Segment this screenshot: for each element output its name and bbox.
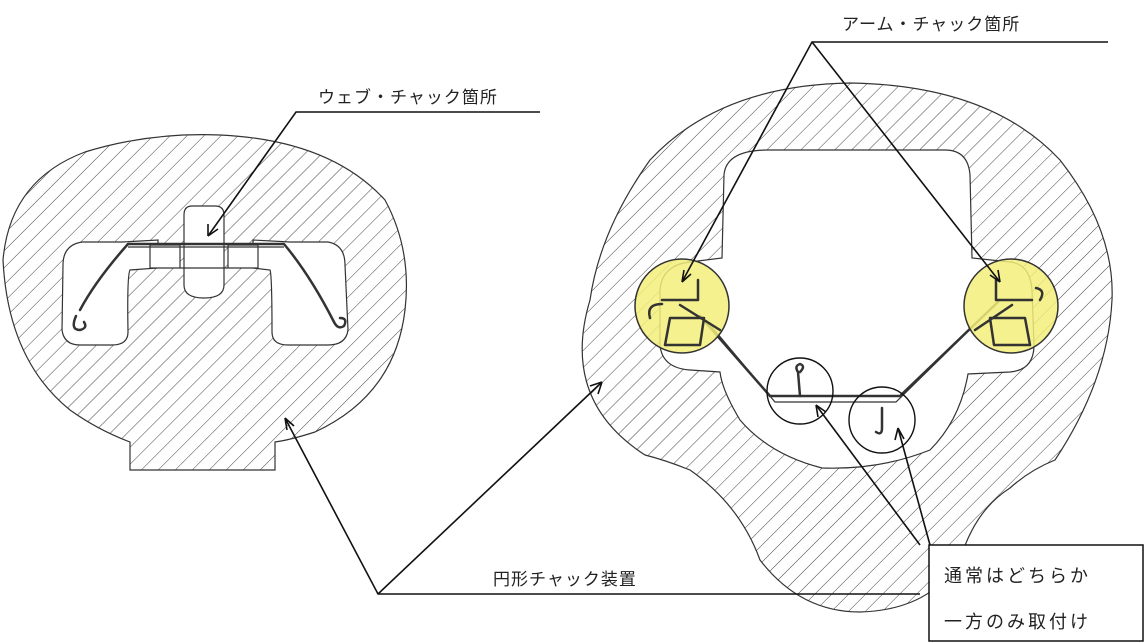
right-circular-chuck bbox=[581, 82, 1113, 613]
label-circular-chuck: 円形チャック装置 bbox=[493, 570, 637, 590]
left-chuck-center-pocket bbox=[183, 205, 225, 299]
label-arm-chuck: アーム・チャック箇所 bbox=[842, 15, 1020, 35]
arm-chuck-detail-left bbox=[648, 278, 722, 347]
left-strip-profile bbox=[72, 242, 347, 332]
leader-note-right bbox=[897, 427, 931, 546]
left-chuck-body bbox=[2, 134, 408, 471]
web-chuck-option-left bbox=[766, 357, 834, 425]
note-box: 通常はどちらか 一方のみ取付け bbox=[928, 544, 1144, 642]
left-chuck-cavity-right bbox=[252, 239, 349, 346]
hook-detail-right bbox=[874, 406, 884, 435]
right-strip-profile bbox=[698, 300, 1000, 398]
label-web-chuck: ウェブ・チャック箇所 bbox=[318, 87, 498, 108]
leader-circular-chuck-right bbox=[377, 381, 603, 595]
leader-arm-chuck-right bbox=[811, 41, 1001, 283]
note-line-2: 一方のみ取付け bbox=[944, 612, 1091, 633]
leader-note-left bbox=[815, 404, 921, 546]
hook-detail-left bbox=[795, 362, 805, 398]
web-chuck-option-right bbox=[848, 386, 916, 454]
left-circular-chuck bbox=[2, 134, 408, 471]
arm-chuck-detail-right bbox=[973, 278, 1044, 347]
leader-web-chuck bbox=[207, 111, 540, 237]
leader-lines bbox=[207, 41, 1108, 595]
left-chuck-cavity bbox=[61, 239, 159, 346]
note-line-1: 通常はどちらか bbox=[944, 566, 1091, 587]
